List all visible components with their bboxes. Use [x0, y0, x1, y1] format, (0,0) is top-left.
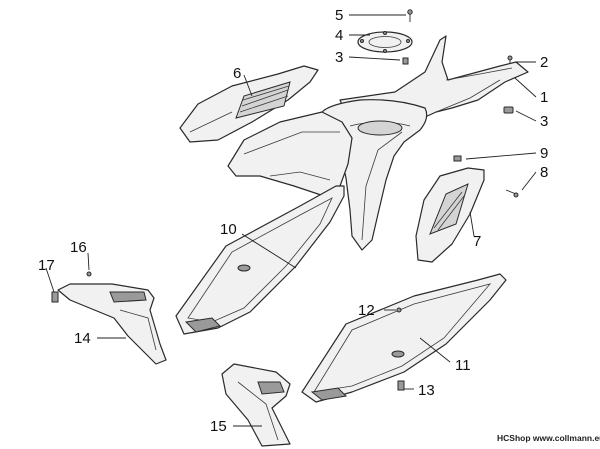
callout-7: 7	[473, 233, 481, 250]
callout-12: 12	[358, 302, 375, 319]
part-13-clip	[397, 380, 405, 391]
part-11-floor-mat-right	[301, 273, 507, 403]
part-10-floor-mat-left	[175, 185, 345, 335]
part-17-clip	[51, 291, 59, 303]
part-14-bracket	[57, 283, 167, 365]
part-15-bracket	[221, 363, 291, 447]
part-3-clip-right	[503, 106, 514, 114]
callout-5: 5	[335, 7, 343, 24]
credit-watermark: HCShop www.collmann.eu	[497, 433, 600, 443]
callout-8: 8	[540, 164, 548, 181]
callout-13: 13	[418, 382, 435, 399]
part-9-bolt	[453, 155, 462, 162]
part-3-screw-top	[402, 57, 409, 65]
callout-10: 10	[220, 221, 237, 238]
part-6-side-grille	[179, 65, 319, 143]
callout-16: 16	[70, 239, 87, 256]
callout-labels: 5 4 3 6 2 1 3 9 8 7 10 12 11 13 16 17 14…	[38, 7, 548, 435]
callout-6: 6	[233, 65, 241, 82]
callout-9: 9	[540, 145, 548, 162]
callout-11: 11	[455, 357, 471, 374]
inner-lower-panel	[227, 111, 353, 197]
callout-3-right: 3	[540, 113, 548, 130]
part-4-cap-ring	[357, 31, 413, 53]
callout-1: 1	[540, 89, 548, 106]
callout-4: 4	[335, 27, 343, 44]
callout-2: 2	[540, 54, 548, 71]
part-16-screw	[86, 271, 92, 277]
part-2-screw	[507, 55, 513, 64]
callout-3-top: 3	[335, 49, 343, 66]
callout-17: 17	[38, 257, 55, 274]
leader-lines	[45, 14, 537, 427]
part-12-screw	[396, 307, 402, 313]
part-8-screw	[505, 189, 519, 198]
callout-15: 15	[210, 418, 227, 435]
callout-14: 14	[74, 330, 91, 347]
part-5-screw	[407, 9, 413, 22]
